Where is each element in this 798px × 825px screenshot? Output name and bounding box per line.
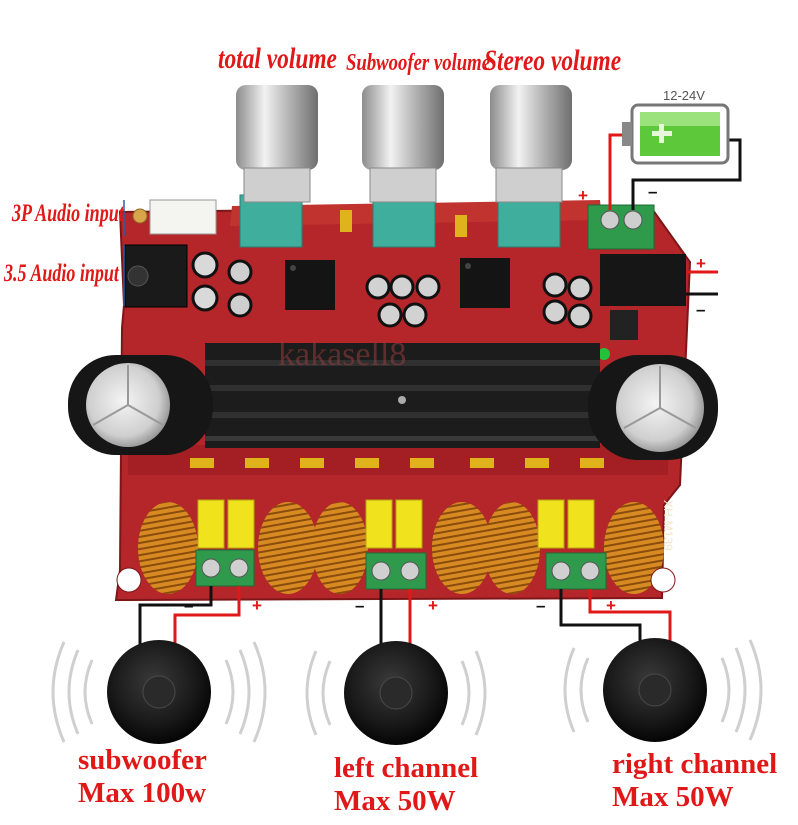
- small-capacitors: [191, 251, 593, 329]
- speaker-terminal-sub: [195, 549, 255, 587]
- watermark: kakasell8: [278, 336, 407, 373]
- sub-minus-sign: –: [184, 596, 194, 615]
- speaker-terminal-right: [545, 552, 607, 590]
- speaker-right-name: right channel: [612, 748, 778, 780]
- inductors: [138, 502, 664, 594]
- op-amp-chip-left: [285, 260, 335, 310]
- label-total-volume: total volume: [218, 42, 337, 75]
- label-3-5-audio-input: 3.5 Audio input: [4, 260, 119, 287]
- audio-jack: [124, 244, 188, 308]
- right-minus-sign: –: [536, 596, 546, 615]
- left-minus-sign: –: [355, 596, 365, 615]
- speaker-sub-name: subwoofer: [78, 744, 207, 776]
- label-stereo-volume: Stereo volume: [484, 44, 622, 77]
- label-subwoofer-volume: Subwoofer volume: [346, 50, 491, 76]
- speaker-right-power: Max 50W: [612, 781, 734, 813]
- sub-plus-sign: +: [252, 596, 262, 615]
- op-amp-chip-right: [460, 258, 510, 308]
- speaker-sub-power: Max 100w: [78, 777, 207, 809]
- battery-voltage: 12-24V: [663, 88, 705, 103]
- filter-capacitor-right: [588, 355, 718, 460]
- battery-icon: [622, 103, 730, 165]
- speaker-left: [344, 641, 448, 745]
- speaker-sub: [107, 640, 211, 744]
- filter-capacitor-left: [68, 355, 213, 455]
- dc-plus-sign: +: [696, 254, 706, 273]
- speaker-terminal-left: [365, 552, 427, 590]
- smd-components: [190, 210, 610, 468]
- speaker-right: [603, 638, 707, 742]
- mounting-holes: [116, 567, 676, 593]
- power-plus-sign: +: [578, 186, 588, 205]
- dc-power-jack: [600, 254, 686, 340]
- label-3p-audio-input: 3P Audio input: [12, 200, 124, 227]
- pot-total-volume: [236, 85, 318, 248]
- three-pin-input-connector: [132, 199, 217, 235]
- board-model: XH-M139: [661, 500, 675, 551]
- speaker-right-label: right channel Max 50W: [612, 748, 777, 814]
- right-plus-sign: +: [606, 596, 616, 615]
- speaker-sub-label: subwoofer Max 100w: [78, 744, 207, 810]
- speaker-left-name: left channel: [334, 752, 479, 784]
- pot-stereo-volume: [490, 85, 572, 248]
- left-plus-sign: +: [428, 596, 438, 615]
- film-capacitors: [197, 499, 595, 549]
- heatsink: [205, 343, 600, 448]
- speaker-left-label: left channel Max 50W: [334, 752, 478, 818]
- power-terminal-block: [587, 204, 655, 250]
- speaker-left-power: Max 50W: [334, 785, 456, 817]
- power-minus-sign: –: [648, 182, 658, 201]
- pot-subwoofer-volume: [362, 85, 444, 248]
- dc-minus-sign: –: [696, 300, 706, 319]
- sound-waves: [51, 639, 763, 743]
